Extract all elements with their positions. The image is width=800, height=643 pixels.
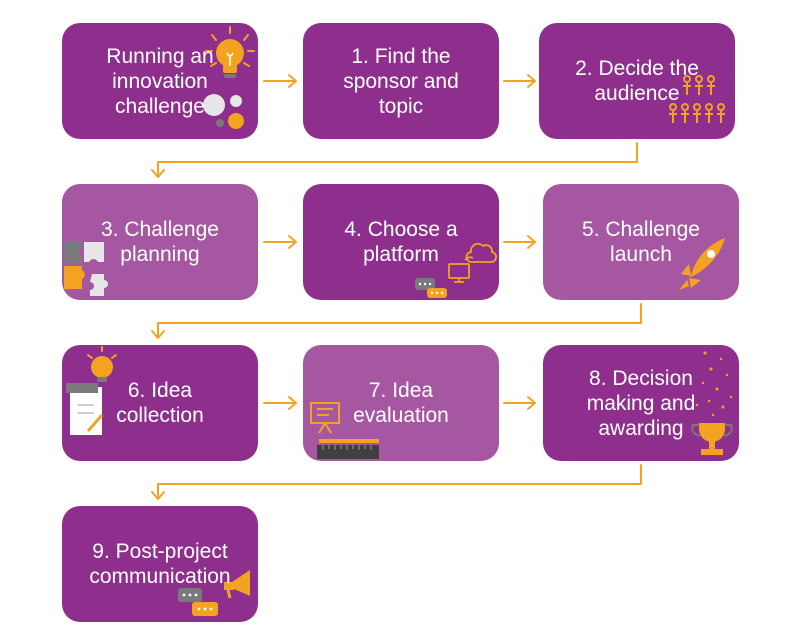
step-box-intro: Running an innovation challenge [62,23,258,139]
step-box-1: 1. Find the sponsor and topic [303,23,499,139]
cloud-computer-chat-icon [415,242,497,298]
step-label: 3. Challenge planning [101,218,219,266]
step-label: 4. Choose a platform [344,218,458,266]
arrow-step7-to-step8 [503,396,536,410]
presentation-ruler-icon [310,402,379,459]
people-group-icon [669,75,725,123]
arrow-step8-to-step9 [151,464,642,500]
step-box-9: 9. Post-project communication [62,506,258,622]
arrow-step2-to-step3 [151,142,638,178]
step-box-6: 6. Idea collection [62,345,258,461]
step-label: 5. Challenge launch [582,218,700,266]
step-box-3: 3. Challenge planning [62,184,258,300]
step-label: 6. Idea collection [116,379,204,427]
step-label: 7. Idea evaluation [353,379,449,427]
megaphone-chat-icon [178,570,250,616]
step-box-4: 4. Choose a platform [303,184,499,300]
trophy-icon [691,351,733,455]
lightbulb-icon [203,26,255,129]
step-box-5: 5. Challenge launch [543,184,739,300]
arrow-step4-to-step5 [503,235,536,249]
arrow-intro-to-step1 [263,74,297,88]
arrow-step3-to-step4 [263,235,297,249]
arrow-step5-to-step6 [151,303,642,339]
step-label: Running an innovation challenge [106,44,214,118]
arrow-step6-to-step7 [263,396,297,410]
step-label: 9. Post-project communication [89,540,231,588]
step-label: 1. Find the sponsor and topic [343,44,459,118]
clipboard-idea-icon [66,346,117,435]
step-box-8: 8. Decision making and awarding [543,345,739,461]
step-label: 8. Decision making and awarding [586,366,696,440]
arrow-step1-to-step2 [503,74,536,88]
puzzle-pieces-icon [64,242,108,296]
step-box-7: 7. Idea evaluation [303,345,499,461]
step-label: 2. Decide the audience [575,57,699,105]
rocket-icon [679,238,725,290]
step-box-2: 2. Decide the audience [539,23,735,139]
